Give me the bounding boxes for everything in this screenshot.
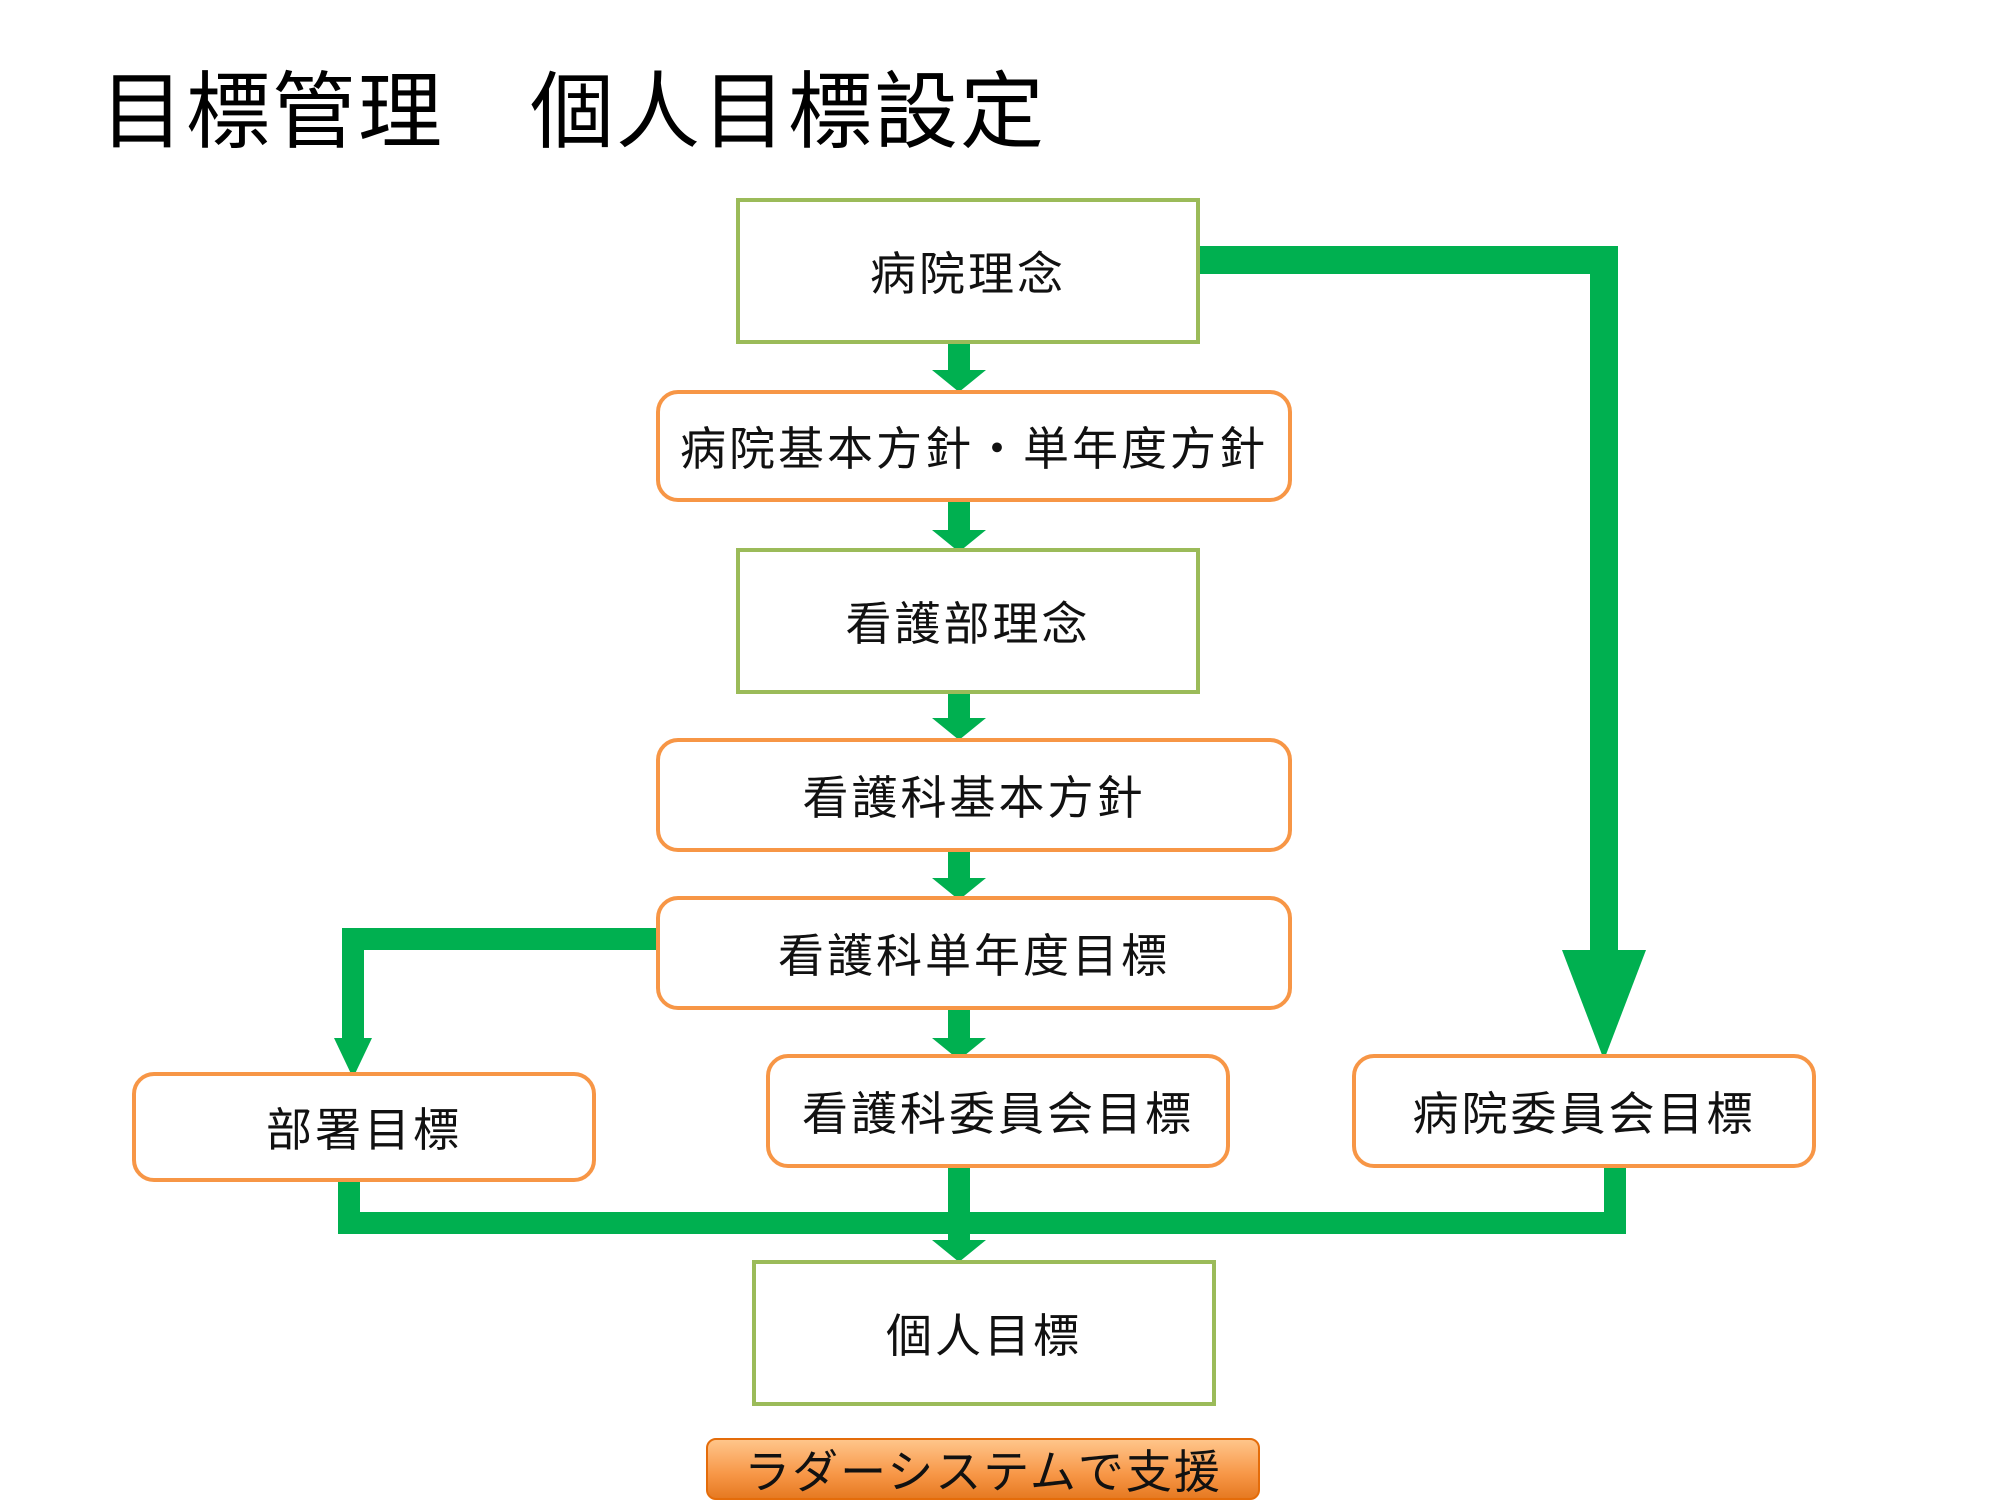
arrowhead-c3	[932, 718, 986, 740]
page-title: 目標管理 個人目標設定	[100, 63, 1047, 161]
node-hospital-philosophy: 病院理念	[736, 198, 1200, 344]
node-nursing-annual-goal: 看護科単年度目標	[656, 896, 1292, 1010]
connector-c4	[948, 852, 970, 878]
connector-left-horizontal	[342, 928, 662, 950]
arrowhead-c5	[932, 1038, 986, 1060]
connector-c3	[948, 690, 970, 718]
connector-c2	[948, 502, 970, 530]
connector-left-vertical	[342, 928, 364, 1038]
connector-c5	[948, 1010, 970, 1038]
arrowhead-c4	[932, 878, 986, 900]
node-nursing-committee-goal: 看護科委員会目標	[766, 1054, 1230, 1168]
connector-right-horizontal	[1196, 246, 1618, 274]
ladder-system-support-label: ラダーシステムで支援	[706, 1438, 1260, 1500]
arrowhead-c1	[932, 370, 986, 392]
arrowhead-c2	[932, 530, 986, 552]
node-nursing-policy: 看護科基本方針	[656, 738, 1292, 852]
arrowhead-left	[334, 1038, 372, 1078]
connector-right-vertical	[1590, 246, 1618, 950]
node-nursing-philosophy: 看護部理念	[736, 548, 1200, 694]
connector-merge-down	[948, 1212, 970, 1240]
connector-merge-horizontal	[338, 1212, 1626, 1234]
arrowhead-merge	[932, 1240, 986, 1262]
node-hospital-committee-goal: 病院委員会目標	[1352, 1054, 1816, 1168]
node-department-goal: 部署目標	[132, 1072, 596, 1182]
connector-c1	[948, 342, 970, 370]
node-personal-goal: 個人目標	[752, 1260, 1216, 1406]
node-hospital-policy: 病院基本方針・単年度方針	[656, 390, 1292, 502]
arrowhead-right-large	[1562, 950, 1646, 1060]
